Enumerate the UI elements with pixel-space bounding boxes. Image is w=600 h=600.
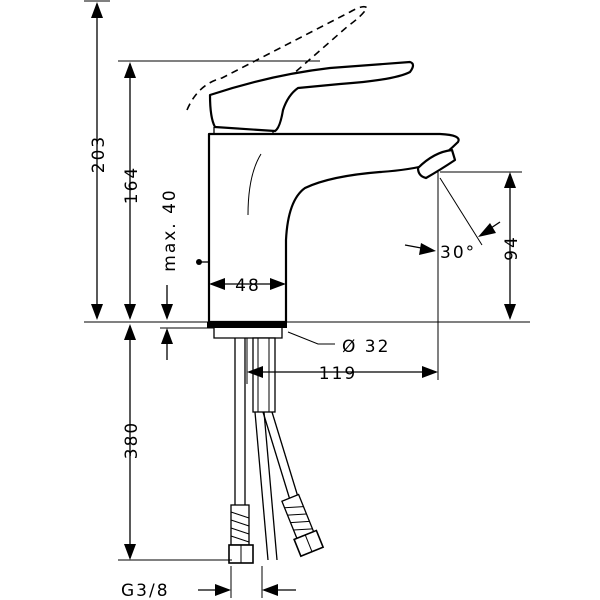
spout-aerator: [416, 148, 457, 180]
label-body-width: 48: [235, 276, 261, 296]
supply-hoses: [228, 338, 325, 564]
label-spout-height: 164: [122, 166, 142, 204]
angle-ref-line: [439, 177, 483, 246]
hose-right-1: [262, 411, 291, 501]
body-highlight: [247, 153, 262, 216]
popup-knob: [196, 259, 202, 265]
label-projection: 119: [319, 364, 357, 384]
label-hole-diameter: Ø 32: [342, 337, 390, 357]
right-hose-fitting: [281, 493, 325, 558]
mounting-shank: [213, 328, 283, 339]
faucet-outline: [186, 5, 460, 413]
label-overall-height: 203: [89, 135, 109, 173]
diameter-leader: [287, 331, 335, 345]
label-max-thickness: max. 40: [160, 188, 180, 271]
base-flange: [207, 322, 287, 328]
dimension-lines: [91, 2, 516, 596]
hose-right-2: [271, 411, 299, 498]
reference-lines: [84, 0, 530, 598]
handle-raised-outline: [186, 5, 368, 111]
handle-lever: [208, 60, 415, 133]
label-hose-length: 380: [122, 421, 142, 459]
hose-mid-1: [254, 411, 269, 561]
label-spout-angle: 30°: [440, 243, 476, 263]
left-fitting-thread: [230, 511, 250, 543]
label-connection-thread: G3/8: [121, 581, 170, 600]
label-outlet-height: 94: [502, 235, 522, 261]
hose-mid-2: [263, 411, 278, 561]
faucet-body: [207, 132, 460, 324]
